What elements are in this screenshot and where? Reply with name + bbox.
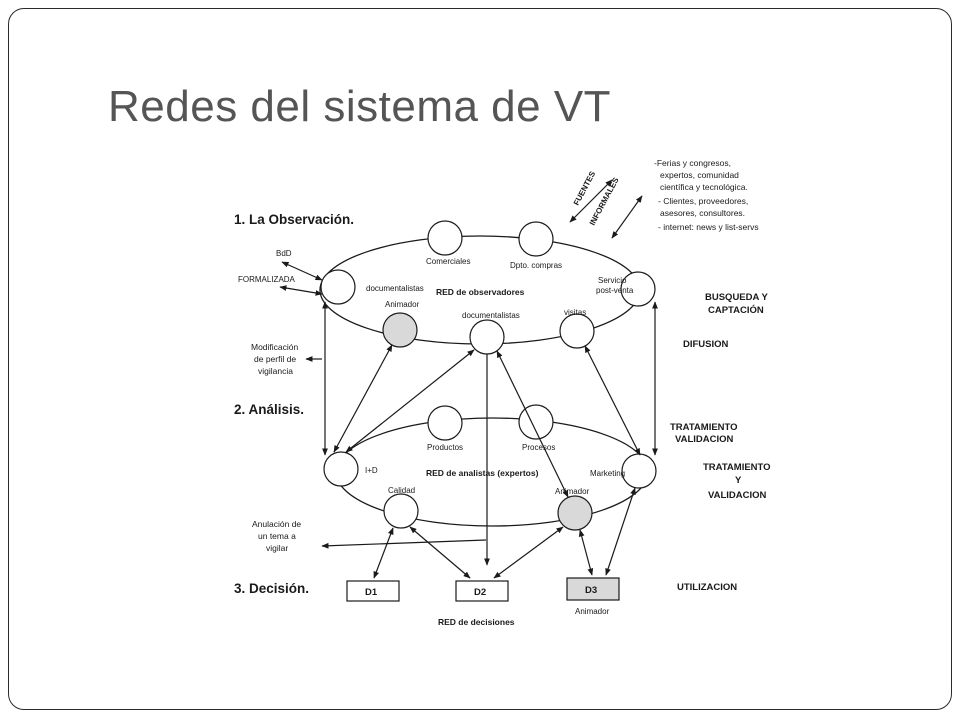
node-dpto-compras <box>518 221 554 257</box>
marketing-to-d3-arrow <box>605 487 636 576</box>
node-servicio-label-2: post-venta <box>596 286 634 295</box>
section-decision-label: 3. Decisión. <box>234 581 309 596</box>
informal-sources-list: -Ferias y congresos, expertos, comunidad… <box>654 158 759 232</box>
bdd-label: BdD <box>276 249 292 258</box>
busqueda-label-2: CAPTACIÓN <box>708 304 764 316</box>
tratamiento2-label-2: Y <box>735 475 742 486</box>
node-visitas-label: visitas <box>564 308 586 317</box>
formalizada-arrow <box>279 285 323 296</box>
decision-box-d1 <box>346 580 400 602</box>
node-procesos-label: Procesos <box>522 443 555 452</box>
fuentes-arrow <box>569 179 613 223</box>
documentalistas-to-id-arrow <box>345 349 475 453</box>
node-comerciales <box>427 220 463 256</box>
sources-line-5: asesores, consultores. <box>660 208 745 218</box>
node-servicio <box>620 271 656 307</box>
node-animador-analysts-label: Animador <box>555 487 590 496</box>
calidad-to-d2-arrow <box>409 526 471 579</box>
sources-line-6: - internet: news y list-servs <box>658 222 759 232</box>
bdd-arrow <box>281 261 323 281</box>
node-marketing-label: Marketing <box>590 469 625 478</box>
visitas-to-marketing-arrow <box>584 345 641 456</box>
node-animador-analysts <box>557 495 593 531</box>
observers-network-label: RED de observadores <box>436 287 525 297</box>
node-procesos <box>518 404 554 440</box>
node-documentalistas-bottom <box>469 319 505 355</box>
utilizacion-label: UTILIZACION <box>677 582 737 593</box>
node-calidad-label: Calidad <box>388 486 415 495</box>
anulacion-label-3: vigilar <box>266 543 288 553</box>
busqueda-label-1: BUSQUEDA Y <box>705 292 768 303</box>
sources-line-3: científica y tecnológica. <box>660 182 748 192</box>
sources-line-1: -Ferias y congresos, <box>654 158 731 168</box>
node-servicio-label-1: Servicio <box>598 276 627 285</box>
animador-to-d2-arrow <box>493 526 564 579</box>
modificacion-label-3: vigilancia <box>258 366 293 376</box>
modificacion-label-1: Modificación <box>251 342 299 352</box>
tratamiento2-label-3: VALIDACION <box>708 490 767 501</box>
node-animador-observers-label: Animador <box>385 300 420 309</box>
analysts-network-label: RED de analistas (expertos) <box>426 468 539 478</box>
decision-d3-label: D3 <box>585 585 597 596</box>
decision-animador-label: Animador <box>575 607 610 616</box>
tratamiento1-label-2: VALIDACION <box>675 434 734 445</box>
informales-arrow <box>611 195 643 239</box>
calidad-to-d1-arrow <box>373 527 394 579</box>
node-documentalistas-bottom-label: documentalistas <box>462 311 520 320</box>
section-observation-label: 1. La Observación. <box>234 212 354 227</box>
node-documentalistas-left <box>320 269 356 305</box>
node-visitas <box>559 313 595 349</box>
decision-box-d2 <box>455 580 509 602</box>
node-documentalistas-left-label: documentalistas <box>366 284 424 293</box>
anulacion-label-2: un tema a <box>258 531 296 541</box>
node-productos-label: Productos <box>427 443 463 452</box>
node-id-label: I+D <box>365 466 378 475</box>
node-id <box>323 451 359 487</box>
difusion-label: DIFUSION <box>683 339 729 350</box>
tratamiento2-label-1: TRATAMIENTO <box>703 462 771 473</box>
slide-title: Redes del sistema de VT <box>108 82 612 131</box>
formalizada-label: FORMALIZADA <box>238 275 296 284</box>
sources-line-2: expertos, comunidad <box>660 170 739 180</box>
sources-line-4: - Clientes, proveedores, <box>658 196 748 206</box>
tratamiento1-label-1: TRATAMIENTO <box>670 422 738 433</box>
animador-to-d3-arrow <box>578 529 594 576</box>
node-calidad <box>383 493 419 529</box>
decision-d1-label: D1 <box>365 587 378 598</box>
decisions-network-label: RED de decisiones <box>438 617 515 627</box>
decision-d2-label: D2 <box>474 587 486 598</box>
node-dpto-compras-label: Dpto. compras <box>510 261 562 270</box>
node-productos <box>427 405 463 441</box>
node-comerciales-label: Comerciales <box>426 257 470 266</box>
node-animador-observers <box>382 312 418 348</box>
section-analysis-label: 2. Análisis. <box>234 402 304 417</box>
decision-box-d3 <box>566 577 620 601</box>
anulacion-label-1: Anulación de <box>252 519 301 529</box>
documentalistas-to-animador-arrow <box>496 350 569 498</box>
modificacion-label-2: de perfil de <box>254 354 296 364</box>
node-marketing <box>621 453 657 489</box>
